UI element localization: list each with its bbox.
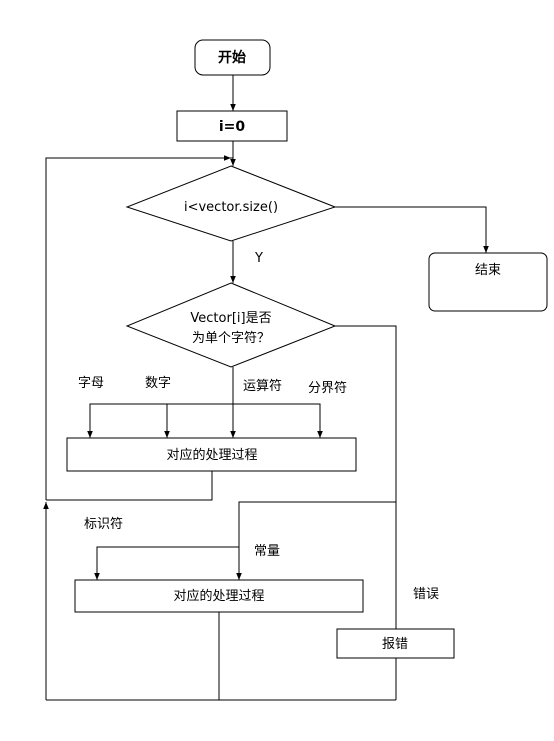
process-multi-label: 对应的处理过程 [173,588,264,604]
label-error-branch: 错误 [413,587,439,602]
loop-condition-node: i<vector.size() [125,165,337,242]
single-char-diamond [125,282,337,368]
single-char-label-line1: Vector[i]是否 [190,311,271,326]
label-letter: 字母 [78,376,104,391]
arrow-constant [236,501,396,580]
process-single-label: 对应的处理过程 [166,447,257,463]
loop-condition-diamond [125,165,337,242]
loop-condition-label: i<vector.size() [184,200,278,215]
connectors [43,75,489,701]
init-box [176,110,288,142]
init-node: i=0 [176,110,288,142]
label-yes: Y [254,251,263,266]
label-operator: 运算符 [243,378,282,394]
end-box [428,252,548,312]
error-box [336,628,455,659]
error-label: 报错 [382,637,408,652]
arrow-identifier [94,546,239,580]
end-label: 结束 [475,263,501,278]
arrow-delimiter [233,403,323,438]
line-loop-top [45,157,233,500]
process-single-box [66,437,357,472]
process-multi-box [74,579,364,613]
error-node: 报错 [336,628,455,659]
edge-labels: Y 字母 数字 运算符 分界符 标识符 常量 错误 [78,251,439,602]
end-node: 结束 [428,252,548,312]
line-return-from-single [46,471,213,501]
start-box [194,39,271,76]
process-multi-node: 对应的处理过程 [74,579,364,613]
line-not-single-char [335,325,397,700]
label-digit: 数字 [145,376,171,391]
process-single-node: 对应的处理过程 [66,437,357,472]
single-char-label-line2: 为单个字符？ [192,330,270,346]
arrow-condition-to-end [335,206,489,253]
start-node: 开始 [194,39,271,76]
label-identifier: 标识符 [84,516,123,532]
label-delimiter: 分界符 [308,380,347,396]
start-label: 开始 [218,49,246,66]
init-label: i=0 [219,119,246,135]
single-char-node: Vector[i]是否 为单个字符？ [125,282,337,368]
label-constant: 常量 [254,544,280,559]
arrow-letter [87,403,233,438]
